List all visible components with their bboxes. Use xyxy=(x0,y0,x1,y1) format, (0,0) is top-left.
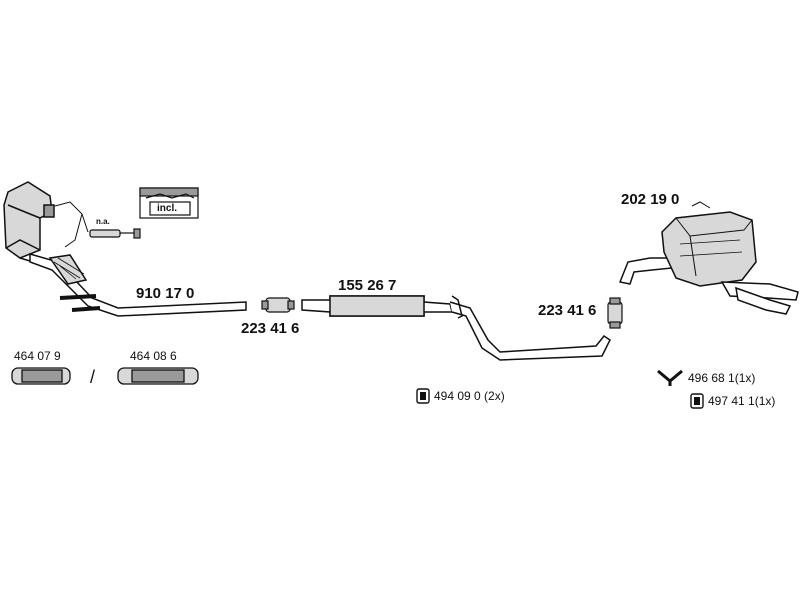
bracket-item: 496 68 1(1x) xyxy=(656,369,755,387)
lambda-sensor xyxy=(89,228,141,239)
rubber-mount-icon xyxy=(416,388,430,404)
rear-muffler-shape xyxy=(618,201,799,315)
label-rubber-mount: 494 09 0 (2x) xyxy=(434,389,505,403)
rubber-mount-item: 494 09 0 (2x) xyxy=(416,388,505,404)
clamp-right-shape xyxy=(607,297,623,329)
hanger-item: 497 41 1(1x) xyxy=(690,393,775,409)
label-bracket: 496 68 1(1x) xyxy=(688,371,756,385)
sensor-leader-lines xyxy=(54,201,89,248)
hanger-icon xyxy=(690,393,704,409)
label-separator: / xyxy=(90,367,96,387)
bracket-icon xyxy=(657,369,683,386)
label-hanger: 497 41 1(1x) xyxy=(708,394,776,408)
catalytic-converter xyxy=(3,181,63,269)
flex-pipe-b-shape xyxy=(117,367,199,385)
label-front-pipe: 910 17 0 xyxy=(136,285,195,302)
center-muffler-shape xyxy=(301,295,611,361)
label-flex-pipe-b: 464 08 6 xyxy=(130,349,177,363)
label-clamp-right: 223 41 6 xyxy=(538,302,597,319)
front-pipe xyxy=(29,253,247,317)
label-flex-pipe-a: 464 07 9 xyxy=(14,349,61,363)
label-rear-muffler: 202 19 0 xyxy=(621,191,680,208)
flex-pipe-a-shape xyxy=(11,367,71,385)
clamp-left-shape xyxy=(261,297,295,313)
label-center-muffler: 155 26 7 xyxy=(338,277,397,294)
gasket-incl-box xyxy=(139,187,199,219)
label-incl: incl. xyxy=(157,203,178,214)
label-clamp-left: 223 41 6 xyxy=(241,320,300,337)
label-na: n.a. xyxy=(96,217,110,226)
